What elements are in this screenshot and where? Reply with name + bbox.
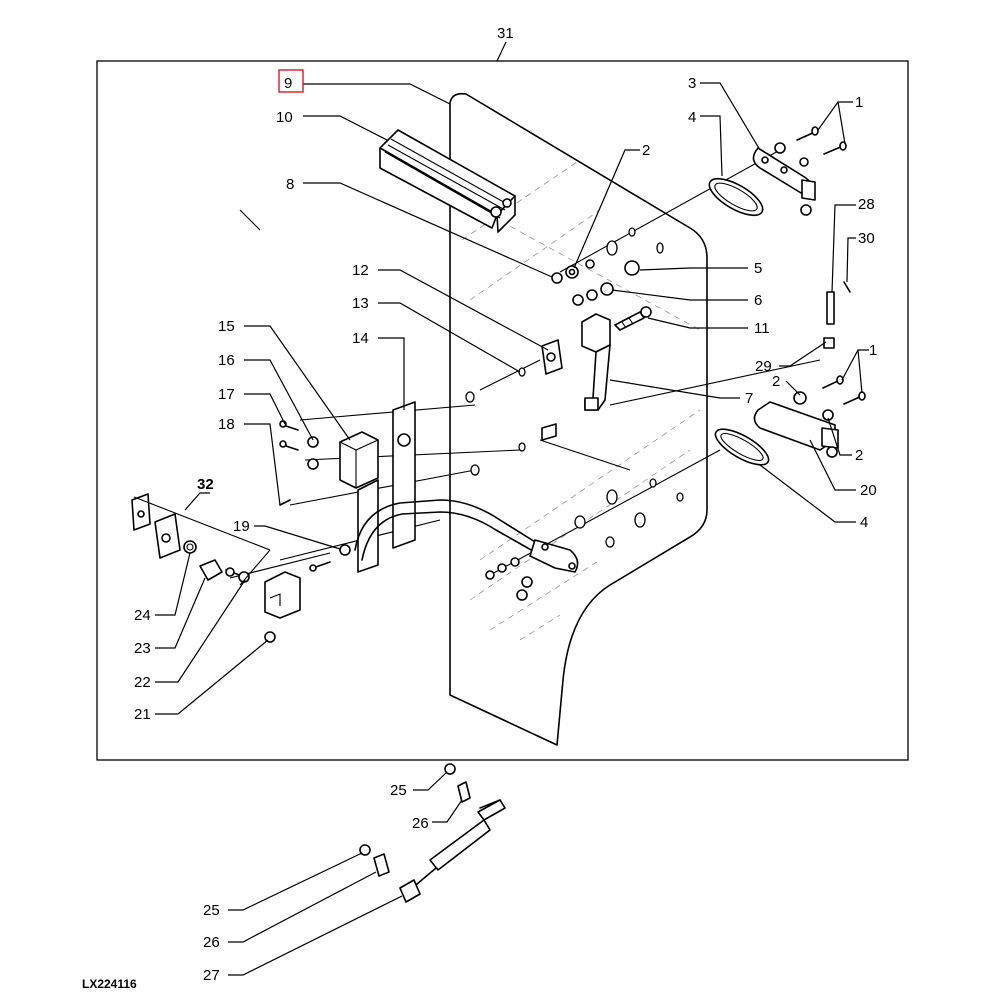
callout-6[interactable]: 6 xyxy=(754,292,762,309)
weather-seal-strip[interactable] xyxy=(379,129,516,233)
latch-hardware-group[interactable] xyxy=(131,493,301,643)
callout-31[interactable]: 31 xyxy=(497,25,514,42)
latch-fasteners[interactable] xyxy=(279,420,319,506)
callout-21[interactable]: 21 xyxy=(134,706,151,723)
callout-14[interactable]: 14 xyxy=(352,330,369,347)
callout-15[interactable]: 15 xyxy=(218,318,235,335)
highlight-box xyxy=(278,69,304,93)
callout-4-lower[interactable]: 4 xyxy=(860,514,868,531)
handrail-washers[interactable] xyxy=(309,544,533,601)
callout-2-top[interactable]: 2 xyxy=(642,142,650,159)
key-part[interactable] xyxy=(614,306,652,331)
latch-block[interactable] xyxy=(339,431,379,573)
callout-7[interactable]: 7 xyxy=(745,390,753,407)
callout-18[interactable]: 18 xyxy=(218,416,235,433)
door-handle[interactable] xyxy=(581,313,611,411)
top-hinge-bolts[interactable] xyxy=(774,126,847,167)
callout-1-top[interactable]: 1 xyxy=(855,94,863,111)
hand-rail[interactable] xyxy=(354,499,579,573)
callout-30[interactable]: 30 xyxy=(858,230,875,247)
callout-26-top[interactable]: 26 xyxy=(412,815,429,832)
callout-1-lower[interactable]: 1 xyxy=(869,342,877,359)
callout-26-bottom[interactable]: 26 xyxy=(203,934,220,951)
callout-20[interactable]: 20 xyxy=(860,482,877,499)
callout-3[interactable]: 3 xyxy=(688,75,696,92)
callout-23[interactable]: 23 xyxy=(134,640,151,657)
callout-10[interactable]: 10 xyxy=(276,109,293,126)
callout-16[interactable]: 16 xyxy=(218,352,235,369)
lock-plate[interactable] xyxy=(541,339,563,441)
callout-17[interactable]: 17 xyxy=(218,386,235,403)
callout-25-top[interactable]: 25 xyxy=(390,782,407,799)
top-washers[interactable] xyxy=(551,259,640,306)
assembly-frame xyxy=(96,60,909,761)
callout-32[interactable]: 32 xyxy=(197,476,214,493)
diagram-code: LX224116 xyxy=(82,977,137,991)
assembly-axis-lines xyxy=(229,149,821,579)
callout-5[interactable]: 5 xyxy=(754,260,762,277)
callout-25-bottom[interactable]: 25 xyxy=(203,902,220,919)
callout-8[interactable]: 8 xyxy=(286,176,294,193)
callout-27[interactable]: 27 xyxy=(203,967,220,984)
mounting-bracket[interactable] xyxy=(392,401,416,549)
glass-door-panel[interactable] xyxy=(449,92,708,746)
callout-4-top[interactable]: 4 xyxy=(688,109,696,126)
callout-13[interactable]: 13 xyxy=(352,295,369,312)
callout-labels: 9 10 8 2 3 4 1 5 6 28 30 11 12 13 14 15 … xyxy=(134,75,877,984)
callout-28[interactable]: 28 xyxy=(858,196,875,213)
callout-11[interactable]: 11 xyxy=(754,320,770,337)
callout-2-mid[interactable]: 2 xyxy=(772,373,780,390)
hinge-pin[interactable] xyxy=(823,281,851,349)
lower-hinge[interactable] xyxy=(711,375,866,472)
callout-24[interactable]: 24 xyxy=(134,607,151,624)
top-hinge[interactable] xyxy=(704,147,816,222)
callout-2-lower[interactable]: 2 xyxy=(855,447,863,464)
gas-strut-assembly[interactable] xyxy=(359,763,506,903)
leader-lines xyxy=(155,82,869,976)
callout-9[interactable]: 9 xyxy=(284,75,292,92)
callout-12[interactable]: 12 xyxy=(352,262,369,279)
callout-29[interactable]: 29 xyxy=(755,358,772,375)
callout-19[interactable]: 19 xyxy=(233,518,250,535)
panel-holes xyxy=(465,227,684,548)
callout-22[interactable]: 22 xyxy=(134,674,151,691)
